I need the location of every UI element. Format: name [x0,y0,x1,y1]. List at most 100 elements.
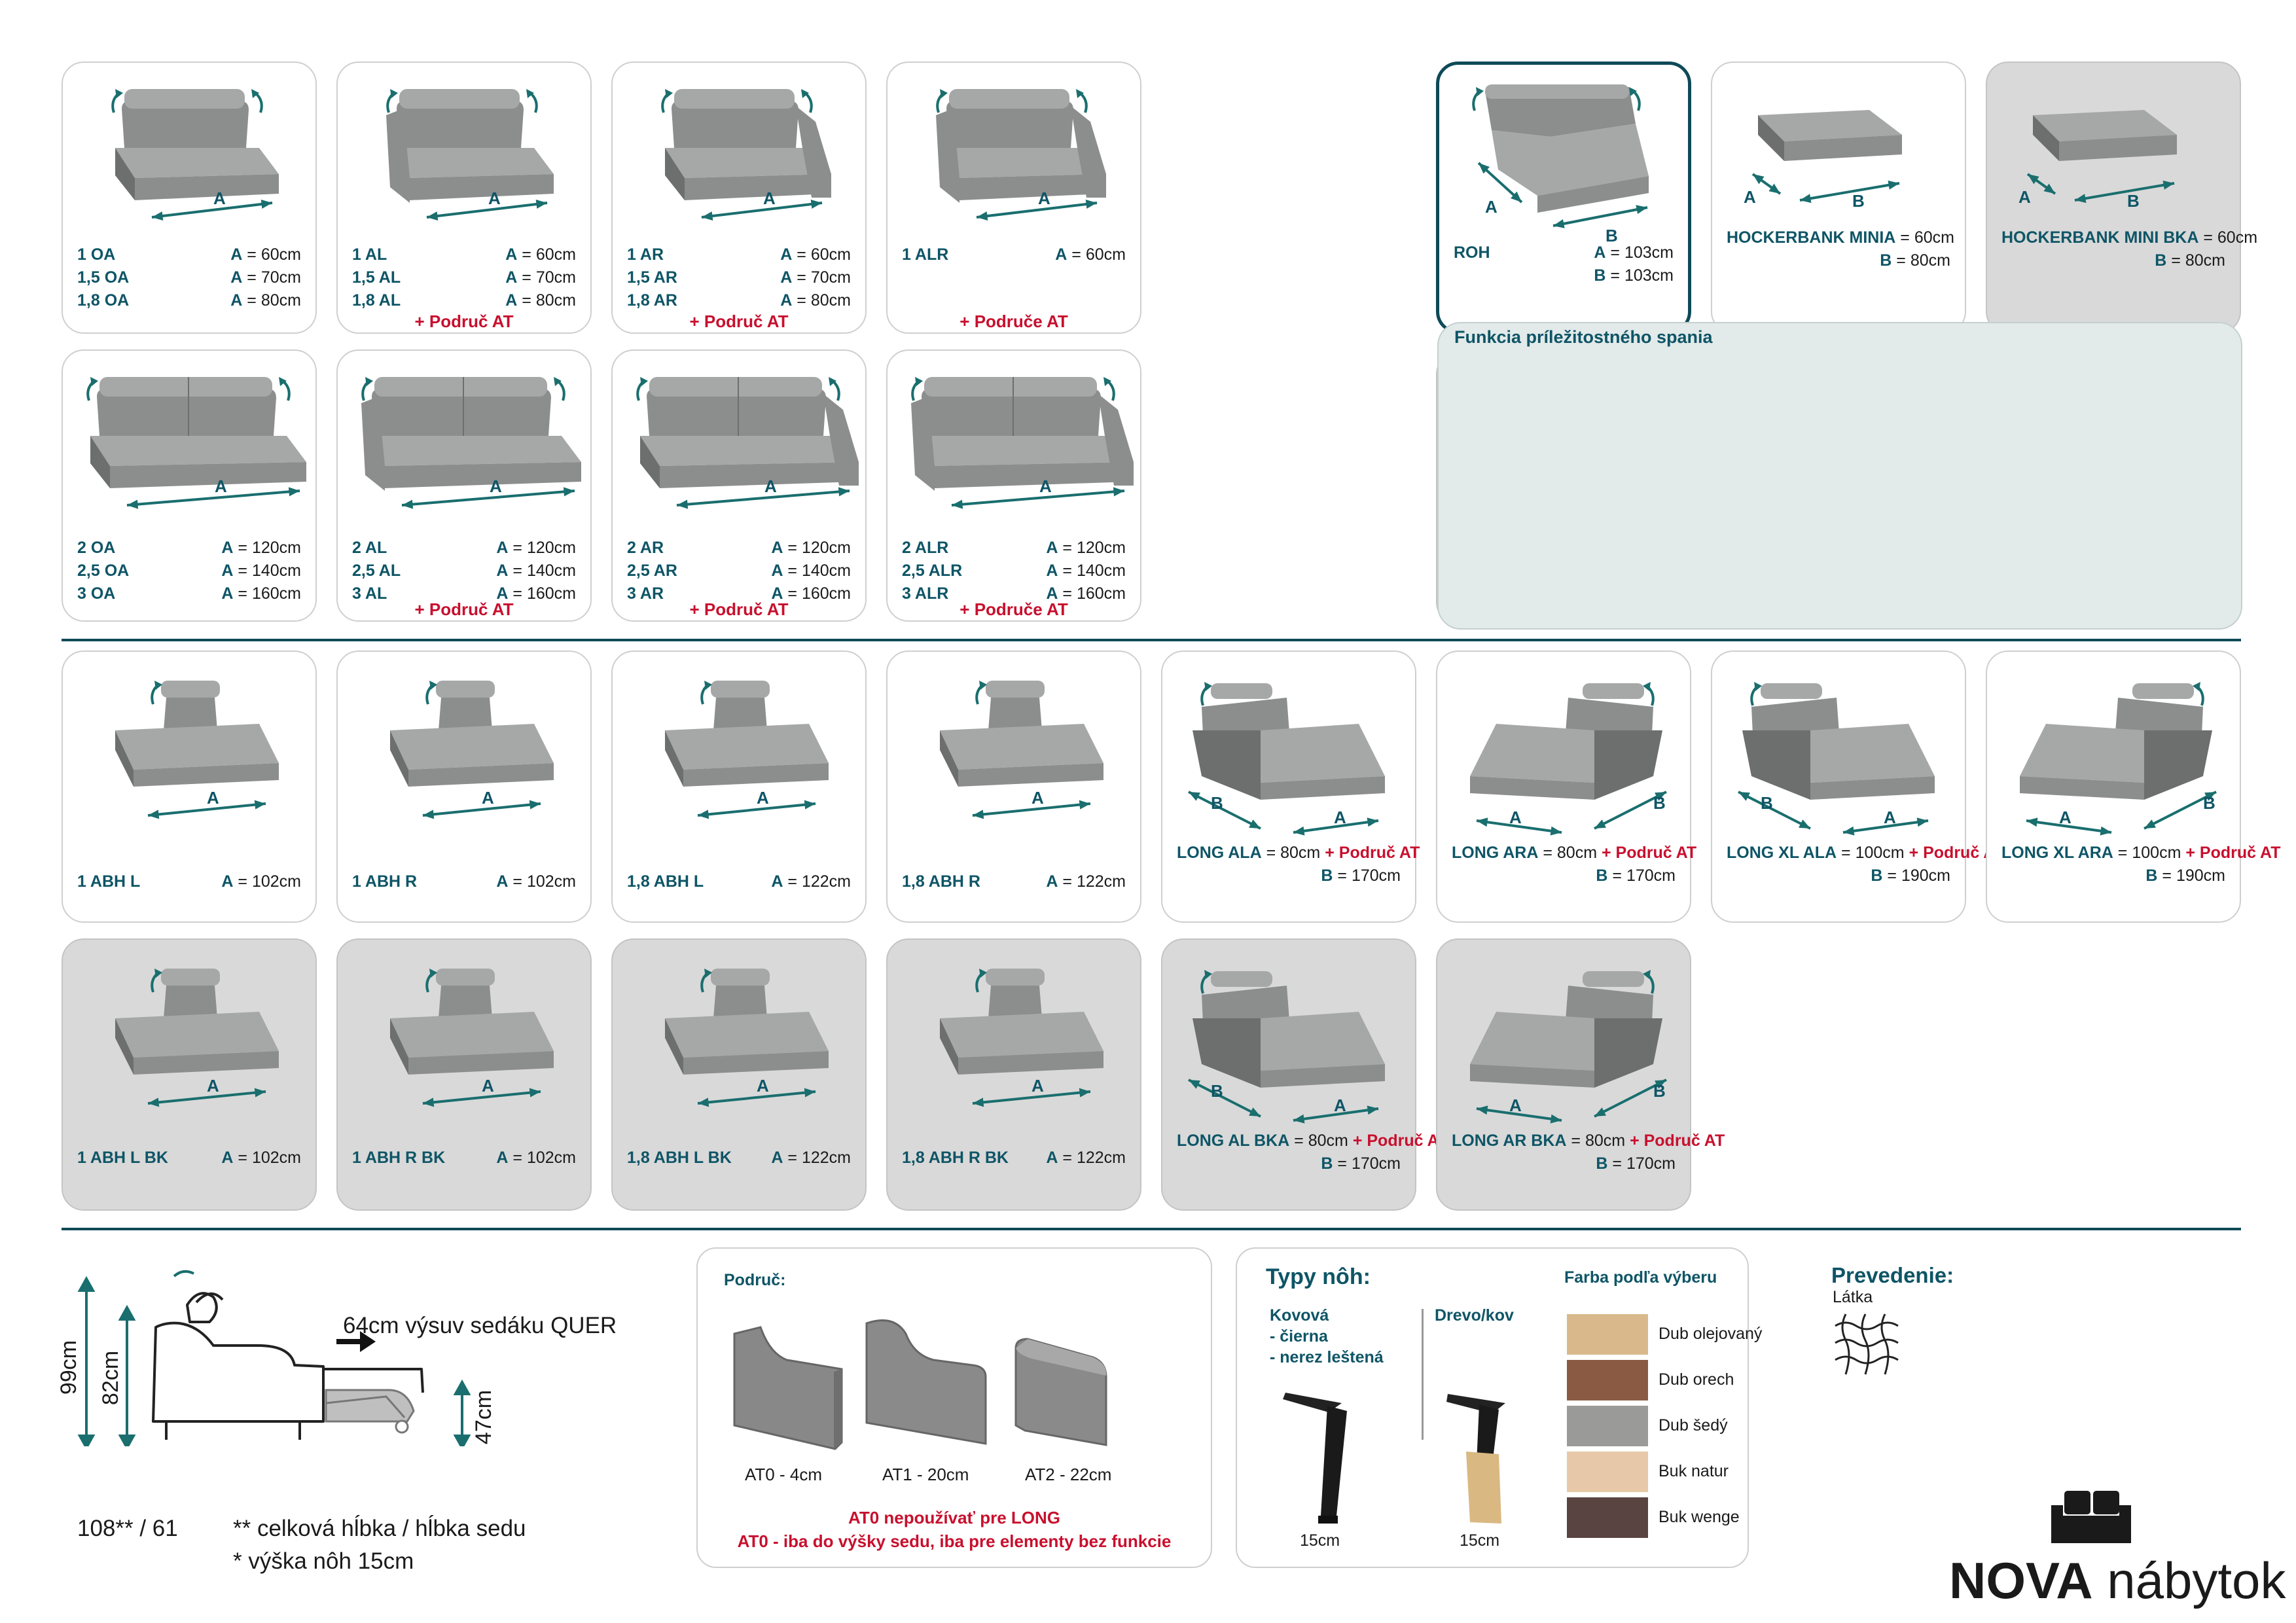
swatch-chip [1567,1360,1648,1400]
module-dimension: A = 140cm [771,562,851,580]
svg-text:A: A [1744,187,1756,207]
sleep-function-panel [1437,322,2242,630]
spec-row: B = 80cm [1727,249,1950,272]
module-name: 2 AL [352,539,387,557]
armrest-note: + Područ AT [689,599,789,619]
legs-title: Typy nôh: [1266,1264,1371,1289]
module-dimension: A = 80cm + Područ AT [1526,844,1697,862]
module-dimension: A = 160cm [1046,584,1126,603]
color-swatch[interactable]: Buk wenge [1567,1497,1740,1538]
module-name: 2 ALR [902,539,949,557]
color-swatch[interactable]: Dub šedý [1567,1406,1737,1446]
svg-text:A: A [488,188,501,208]
sofa-module-icon: A [665,969,829,1107]
svg-text:A: A [1884,808,1896,827]
color-swatch[interactable]: Buk natur [1567,1452,1737,1492]
svg-text:A: A [213,188,226,208]
module-name: LONG AL [1177,844,1250,862]
svg-text:A: A [1031,1076,1044,1096]
svg-text:A: A [1039,476,1052,496]
module-dimension: A = 80cm [780,291,851,310]
module-name: 3 AR [627,584,664,603]
svg-text:A: A [1485,197,1498,217]
sofa-module-icon: BA [1470,970,1667,1124]
module-name: 1 ABH R BK [352,1149,446,1167]
side-profile-icon [77,1270,471,1446]
legs-divider [1422,1309,1424,1440]
brand-logo: NOVA nábytok [1949,1551,2286,1611]
module-name: 1,8 ABH L BK [627,1149,732,1167]
finish-title: Prevedenie: [1831,1263,1954,1287]
color-swatch[interactable]: Dub olejovaný [1567,1314,1762,1355]
fabric-icon [1835,1313,1899,1375]
armrest-at1: AT1 - 20cm [882,1465,969,1484]
armrest-note: + Područ AT [414,599,514,619]
module-dimension: A = 60cm [2187,228,2258,247]
leg-metal: Kovová [1270,1306,1329,1325]
module-dimension: A = 60cm [230,245,301,264]
module-dimension: A = 80cm + Područ AT [1249,844,1420,862]
module-dimension: A = 80cm [230,291,301,310]
leg-metal-black: - čierna [1270,1327,1328,1346]
brand-bold: NOVA [1949,1552,2093,1609]
spec-row: B = 190cm [2001,865,2225,887]
module-dimension: A = 102cm [221,872,301,891]
sofa-module-icon: A [390,681,554,819]
sofa-logo-icon [2051,1491,2131,1543]
svg-text:B: B [2203,793,2215,813]
color-swatch[interactable]: Dub orech [1567,1360,1737,1400]
module-dimension: A = 120cm [221,539,301,557]
svg-text:A: A [763,188,776,208]
module-name: 2 AR [627,539,664,557]
module-name: 1,5 OA [77,268,130,287]
svg-text:B: B [1653,793,1666,813]
module-dimension: A = 102cm [496,872,576,891]
module-name: 1 ABH L BK [77,1149,168,1167]
